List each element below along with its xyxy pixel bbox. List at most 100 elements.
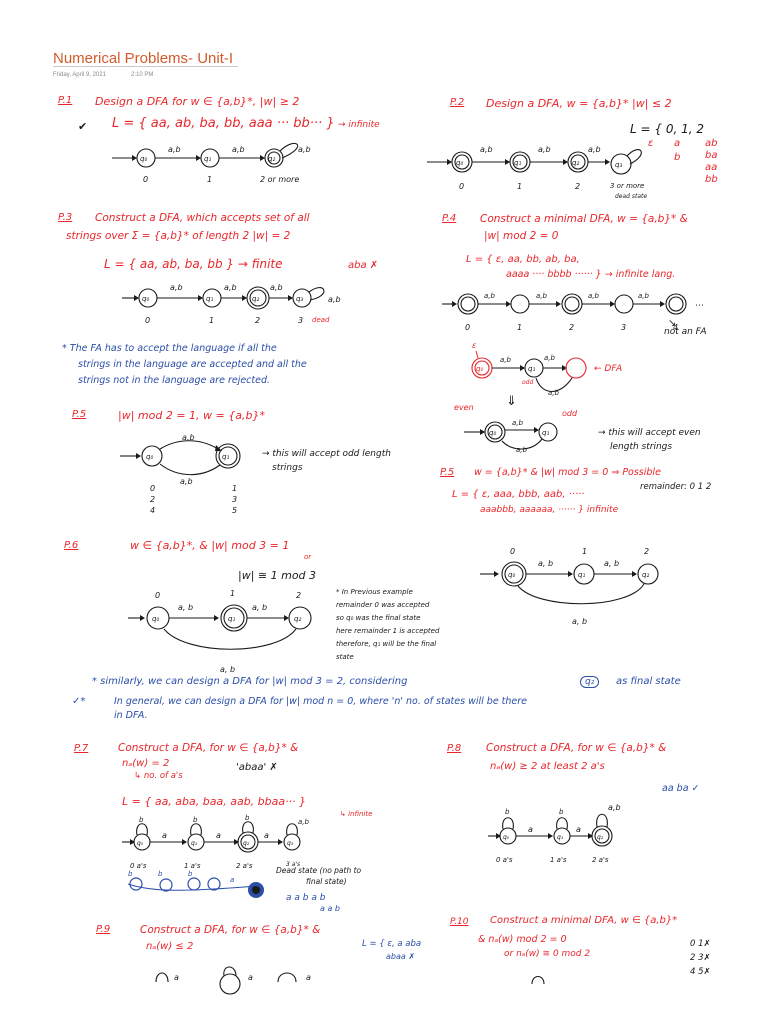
page-time: 2:10 PM bbox=[131, 72, 154, 78]
p7-question: Construct a DFA, for w ∈ {a,b}* & bbox=[118, 742, 299, 754]
general-state-circle: q₂ bbox=[580, 676, 600, 688]
p4-language: L = { ε, aa, bb, ab, ba, bbox=[466, 254, 580, 265]
general-line-2: In general, we can design a DFA for |w| … bbox=[114, 696, 528, 707]
p4-edge-label: a,b bbox=[638, 292, 650, 300]
p2-q0-label: q₀ bbox=[456, 159, 463, 167]
p3-q0-label: q₀ bbox=[142, 295, 149, 303]
p1-count-label: 2 or more bbox=[260, 175, 299, 184]
p9-dfa-partial: a a a bbox=[155, 966, 311, 995]
p3-count-label: 1 bbox=[209, 316, 214, 325]
p3-count-label: 2 bbox=[255, 316, 260, 325]
p9-edge-label: a bbox=[174, 973, 179, 982]
p4-eps-label: ε bbox=[472, 341, 477, 350]
p7-question-3: ↳ no. of a's bbox=[134, 771, 183, 781]
p6-note-line: therefore, q₁ will be the final bbox=[336, 640, 437, 648]
general-line-1b: as final state bbox=[616, 676, 681, 687]
p5-col-value: 4 bbox=[150, 506, 156, 515]
p3-q1-label: q₁ bbox=[206, 295, 213, 303]
p7-q3-label: q₃ bbox=[287, 840, 294, 847]
p6-dfa-diagram-2: q₀ q₁ q₂ 0 1 2 a, b a, b a, b bbox=[480, 547, 659, 626]
p4-dfa-red-diagram: ε q₀ q₁ a,b a,b a,b odd ← DFA bbox=[471, 341, 622, 397]
p7-q2-label: q₂ bbox=[243, 840, 250, 847]
p3-dead-label: dead bbox=[312, 316, 330, 324]
p8-loop-label: b bbox=[505, 808, 510, 816]
p4-accept-2: length strings bbox=[610, 442, 673, 452]
p6-index-label: 2 bbox=[296, 591, 301, 600]
p7-edge-label: a bbox=[216, 831, 221, 840]
p2-lang-item: aa bbox=[705, 162, 718, 173]
p7-reject: 'abaa' ✗ bbox=[236, 762, 278, 773]
p1-loop-label: a,b bbox=[298, 145, 311, 154]
p7-scribble-2: a a b bbox=[320, 904, 340, 913]
p5-dfa-diagram: q₀ q₁ a,b a,b bbox=[120, 433, 241, 486]
p3-count-label: 0 bbox=[145, 316, 150, 325]
p1-language: L = { aa, ab, ba, bb, aaa ··· bb··· } bbox=[112, 116, 335, 131]
p8-loop-label: a,b bbox=[608, 803, 621, 812]
p3-q3-label: q₃ bbox=[296, 295, 303, 303]
p4-min-q0-label: q₀ bbox=[489, 429, 496, 437]
p7-edge-label: a bbox=[162, 831, 167, 840]
p4-odd-label: odd bbox=[522, 379, 533, 386]
p7-count-label: 1 a's bbox=[184, 862, 201, 870]
p4-edge-label: a,b bbox=[588, 292, 600, 300]
p3-edge-label: a,b bbox=[170, 283, 183, 292]
p9-language: L = { ε, a aba bbox=[362, 939, 422, 949]
p5-col-value: 1 bbox=[232, 484, 238, 493]
p6-edge-label: a, b bbox=[538, 559, 553, 568]
p5-col-value: 3 bbox=[232, 495, 238, 504]
p4-edge-label: a,b bbox=[544, 354, 556, 362]
p8-edge-label: a bbox=[528, 825, 533, 834]
p5-edge-label: a,b bbox=[182, 433, 195, 442]
page-date: Friday, April 9, 2021 bbox=[53, 72, 106, 78]
p6-or: or bbox=[304, 553, 312, 561]
p10-question-2: & nₐ(w) mod 2 = 0 bbox=[478, 934, 567, 945]
p7-loop-label: b bbox=[245, 814, 250, 822]
p2-q1-label: q₁ bbox=[514, 159, 521, 167]
p7-loop-label: b bbox=[193, 816, 198, 824]
p1-q1-label: q₁ bbox=[204, 155, 211, 163]
p6-note-line: so q₀ was the final state bbox=[336, 614, 421, 622]
p7-dead: Dead state (no path to bbox=[276, 866, 362, 875]
p4-tag: P.4 bbox=[442, 213, 457, 224]
general-line-3: in DFA. bbox=[114, 710, 148, 721]
p6-q0-label-2: q₀ bbox=[508, 571, 515, 579]
p4-count-label: 4 bbox=[673, 323, 678, 332]
p9-tag: P.9 bbox=[96, 924, 111, 935]
p5b-tag: P.5 bbox=[440, 467, 455, 478]
p2-edge-label: a,b bbox=[480, 145, 493, 154]
p8-edge-label: a bbox=[576, 825, 581, 834]
p2-q3-label: q₃ bbox=[615, 161, 622, 169]
p7-language: L = { aa, aba, baa, aab, bbaa··· } bbox=[122, 795, 307, 808]
p7-question-2: nₐ(w) = 2 bbox=[122, 758, 170, 769]
p4-q0-label: q₀ bbox=[476, 365, 483, 373]
down-arrow-icon: ⇓ bbox=[506, 394, 517, 409]
p7-count-label: 0 a's bbox=[130, 862, 147, 870]
p8-q2-label: q₂ bbox=[597, 834, 604, 841]
p3-tag: P.3 bbox=[58, 212, 73, 223]
p10-dfa-partial bbox=[531, 975, 545, 985]
p9-language-2: abaa ✗ bbox=[386, 952, 416, 961]
p4-not-fa-arrow-icon: ↘ bbox=[668, 318, 677, 329]
p10-side-item: 0 1✗ bbox=[690, 939, 711, 949]
p7-scribble-label: b bbox=[128, 870, 133, 878]
p7-note: ↳ infinite bbox=[340, 810, 373, 818]
p1-note: → infinite bbox=[338, 120, 380, 130]
p7-scribble: a a b a b bbox=[286, 893, 326, 903]
p10-side-item: 2 3✗ bbox=[690, 953, 711, 963]
p6-congruence: |w| ≅ 1 mod 3 bbox=[238, 569, 317, 582]
p6-q1-label-2: q₁ bbox=[578, 571, 585, 579]
p9-question: Construct a DFA, for w ∈ {a,b}* & bbox=[140, 924, 321, 936]
p2-q2-label: q₂ bbox=[572, 159, 579, 167]
p6-q2-label-2: q₂ bbox=[642, 571, 649, 579]
p1-count-label: 0 bbox=[143, 175, 148, 184]
p2-count-label: 2 bbox=[575, 182, 580, 191]
p5-accept: → this will accept odd length bbox=[262, 449, 391, 459]
p4-dfa-chain: a,b a,b a,b a,b 0 1 2 3 4 ⋯ bbox=[442, 292, 704, 332]
p8-question: Construct a DFA, for w ∈ {a,b}* & bbox=[486, 742, 667, 754]
p1-count-label: 1 bbox=[207, 175, 212, 184]
p7-scribble-label: b bbox=[158, 870, 163, 878]
p8-question-2: nₐ(w) ≥ 2 at least 2 a's bbox=[490, 761, 605, 772]
p6-index-label: 0 bbox=[510, 547, 515, 556]
p3-question-2: strings over Σ = {a,b}* of length 2 |w| … bbox=[66, 230, 291, 242]
p5b-remainder: remainder: 0 1 2 bbox=[640, 482, 712, 492]
